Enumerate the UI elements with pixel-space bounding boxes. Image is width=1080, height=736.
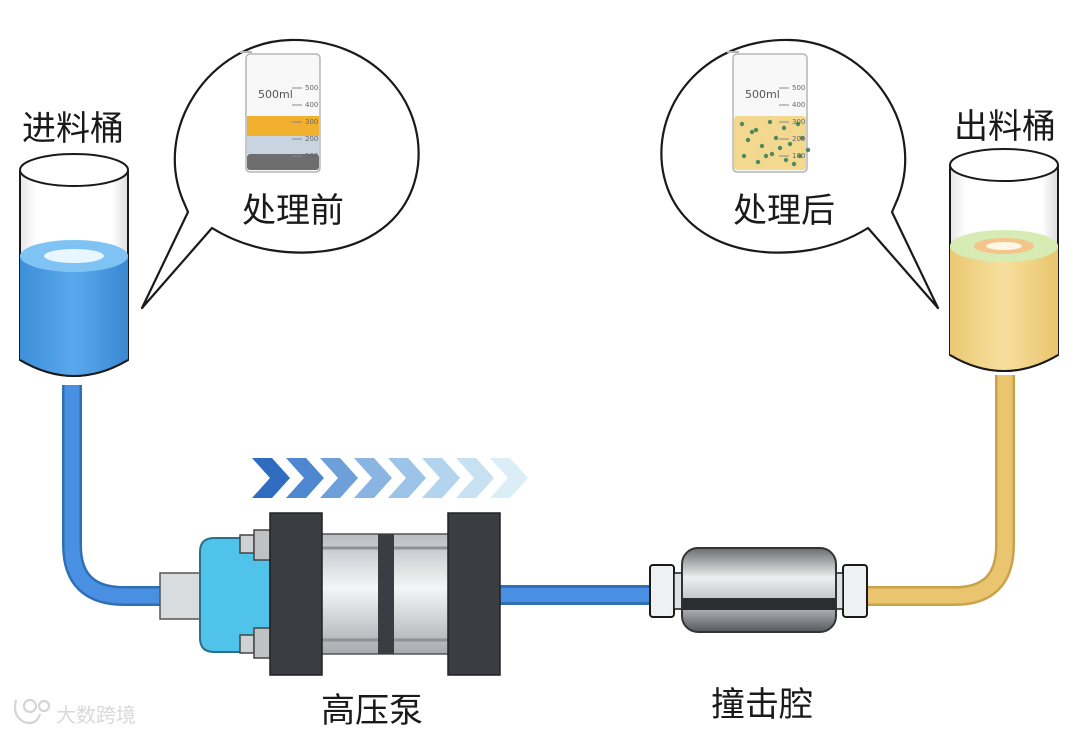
oil-layer <box>247 116 319 136</box>
feed-tank <box>19 153 129 377</box>
before-tick-200: 200 <box>305 135 318 143</box>
pump-inlet-fitting <box>159 572 205 620</box>
flow-chevron <box>354 458 392 498</box>
before-beaker-capacity: 500ml <box>258 88 293 101</box>
flow-chevron <box>252 458 290 498</box>
flow-chevron <box>422 458 460 498</box>
emulsion-droplet <box>745 137 751 143</box>
emulsion-droplet <box>763 153 769 159</box>
product-liquid <box>950 245 1058 371</box>
flow-chevron <box>320 458 358 498</box>
pump-head <box>199 537 271 653</box>
before-tick-400: 400 <box>305 101 318 109</box>
emulsion-droplet <box>777 145 783 151</box>
emulsion-droplet <box>773 135 779 141</box>
chamber-body <box>681 547 837 633</box>
before-tick-300: 300 <box>305 118 318 126</box>
emulsion-droplet <box>795 121 801 127</box>
pump-right-plate <box>447 512 501 676</box>
before-speech-bubble <box>140 38 420 310</box>
emulsion-droplet <box>799 135 805 141</box>
flow-chevron <box>286 458 324 498</box>
after-beaker-capacity: 500ml <box>745 88 780 101</box>
watermark-text: 大数跨境 <box>56 703 136 727</box>
feed-liquid <box>20 255 128 376</box>
before-beaker: 500ml 500 400 300 200 100 <box>240 51 321 173</box>
after-tick-400: 400 <box>792 101 805 109</box>
emulsion-droplet <box>741 153 747 159</box>
pump-label: 高压泵 <box>321 691 423 731</box>
emulsion-droplet <box>753 127 759 133</box>
before-tick-500: 500 <box>305 84 318 92</box>
emulsion-droplet <box>767 119 773 125</box>
after-speech-bubble <box>660 38 940 310</box>
emulsion-droplet <box>787 141 793 147</box>
emulsion-droplet <box>755 159 761 165</box>
high-pressure-pump <box>159 512 501 676</box>
emulsion-droplet <box>783 157 789 163</box>
emulsion-droplet <box>805 147 811 153</box>
emulsion-droplet <box>791 161 797 167</box>
water-layer <box>247 136 319 154</box>
pump-left-plate <box>269 512 323 676</box>
after-tick-100: 100 <box>792 152 805 160</box>
watermark: 大数跨境 <box>13 698 136 727</box>
emulsion-droplet <box>739 121 745 127</box>
output-tank <box>949 148 1059 372</box>
emulsion-droplet <box>769 151 775 157</box>
flow-direction-arrows-icon <box>252 458 528 498</box>
watermark-logo-icon <box>13 698 51 725</box>
emulsion-droplet <box>749 129 755 135</box>
emulsion-droplets <box>739 119 811 167</box>
product-pipe <box>868 375 1015 606</box>
feed-pipe <box>62 385 165 606</box>
after-tick-200: 200 <box>792 135 805 143</box>
flow-chevron <box>456 458 494 498</box>
emulsion-droplet <box>759 143 765 149</box>
after-tick-500: 500 <box>792 84 805 92</box>
before-label: 处理前 <box>242 191 344 231</box>
flow-chevron <box>388 458 426 498</box>
impact-chamber <box>649 547 868 633</box>
after-label: 处理后 <box>733 191 835 231</box>
emulsion-droplet <box>797 153 803 159</box>
sludge-layer <box>247 154 319 170</box>
chamber-label: 撞击腔 <box>711 685 813 725</box>
after-beaker: 500ml 500 400 300 200 100 <box>727 51 811 173</box>
emulsion-droplet <box>781 125 787 131</box>
feed-tank-label: 进料桶 <box>22 109 124 149</box>
before-tick-100: 100 <box>305 152 318 160</box>
flow-chevron <box>490 458 528 498</box>
after-tick-300: 300 <box>792 118 805 126</box>
output-tank-label: 出料桶 <box>954 107 1056 147</box>
